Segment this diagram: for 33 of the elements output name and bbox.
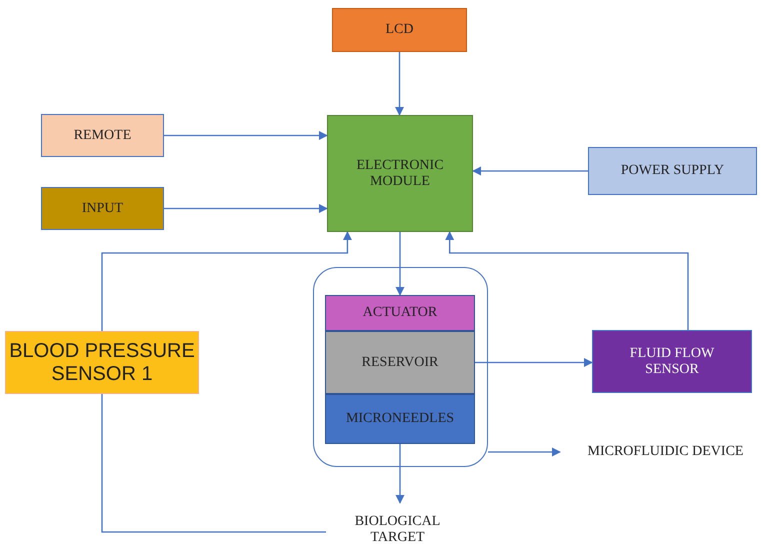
node-label: MICRONEEDLES — [346, 411, 454, 427]
node-label: ACTUATOR — [362, 305, 438, 321]
connector-arrow — [475, 358, 593, 368]
power-box — [588, 147, 757, 195]
connector-arrow — [164, 130, 328, 140]
node-label: POWER SUPPLY — [620, 163, 724, 179]
connector-arrow — [394, 52, 404, 116]
module-box — [327, 115, 473, 232]
connector-arrow — [488, 447, 561, 457]
node-label: LCD — [386, 22, 414, 38]
sensor-box — [592, 330, 752, 393]
node-label: FLUID FLOW SENSOR — [628, 346, 716, 378]
node-label: RESERVOIR — [362, 354, 438, 370]
node-label: INPUT — [82, 200, 124, 216]
node-label: MICROFLUIDIC DEVICE — [588, 444, 744, 460]
connector-arrow — [101, 231, 352, 331]
connector-arrow — [164, 204, 328, 214]
input-box — [41, 187, 164, 230]
actuator-layer — [325, 295, 475, 331]
remote-box — [41, 114, 164, 157]
node-label: ELECTRONIC MODULE — [355, 158, 445, 190]
sensor-box — [5, 331, 199, 394]
connector-arrow — [395, 232, 405, 296]
node-label: BLOOD PRESSURE SENSOR 1 — [8, 340, 196, 386]
rounded-outline — [313, 267, 488, 467]
node-label: BIOLOGICAL TARGET — [354, 514, 442, 546]
microneedle-layer — [325, 394, 475, 444]
node-label: REMOTE — [74, 128, 132, 144]
reservoir-layer — [325, 331, 475, 394]
connector-arrow — [445, 231, 689, 330]
lcd-box — [332, 8, 467, 52]
connector-arrow — [472, 166, 588, 176]
connector-arrow — [395, 444, 405, 504]
